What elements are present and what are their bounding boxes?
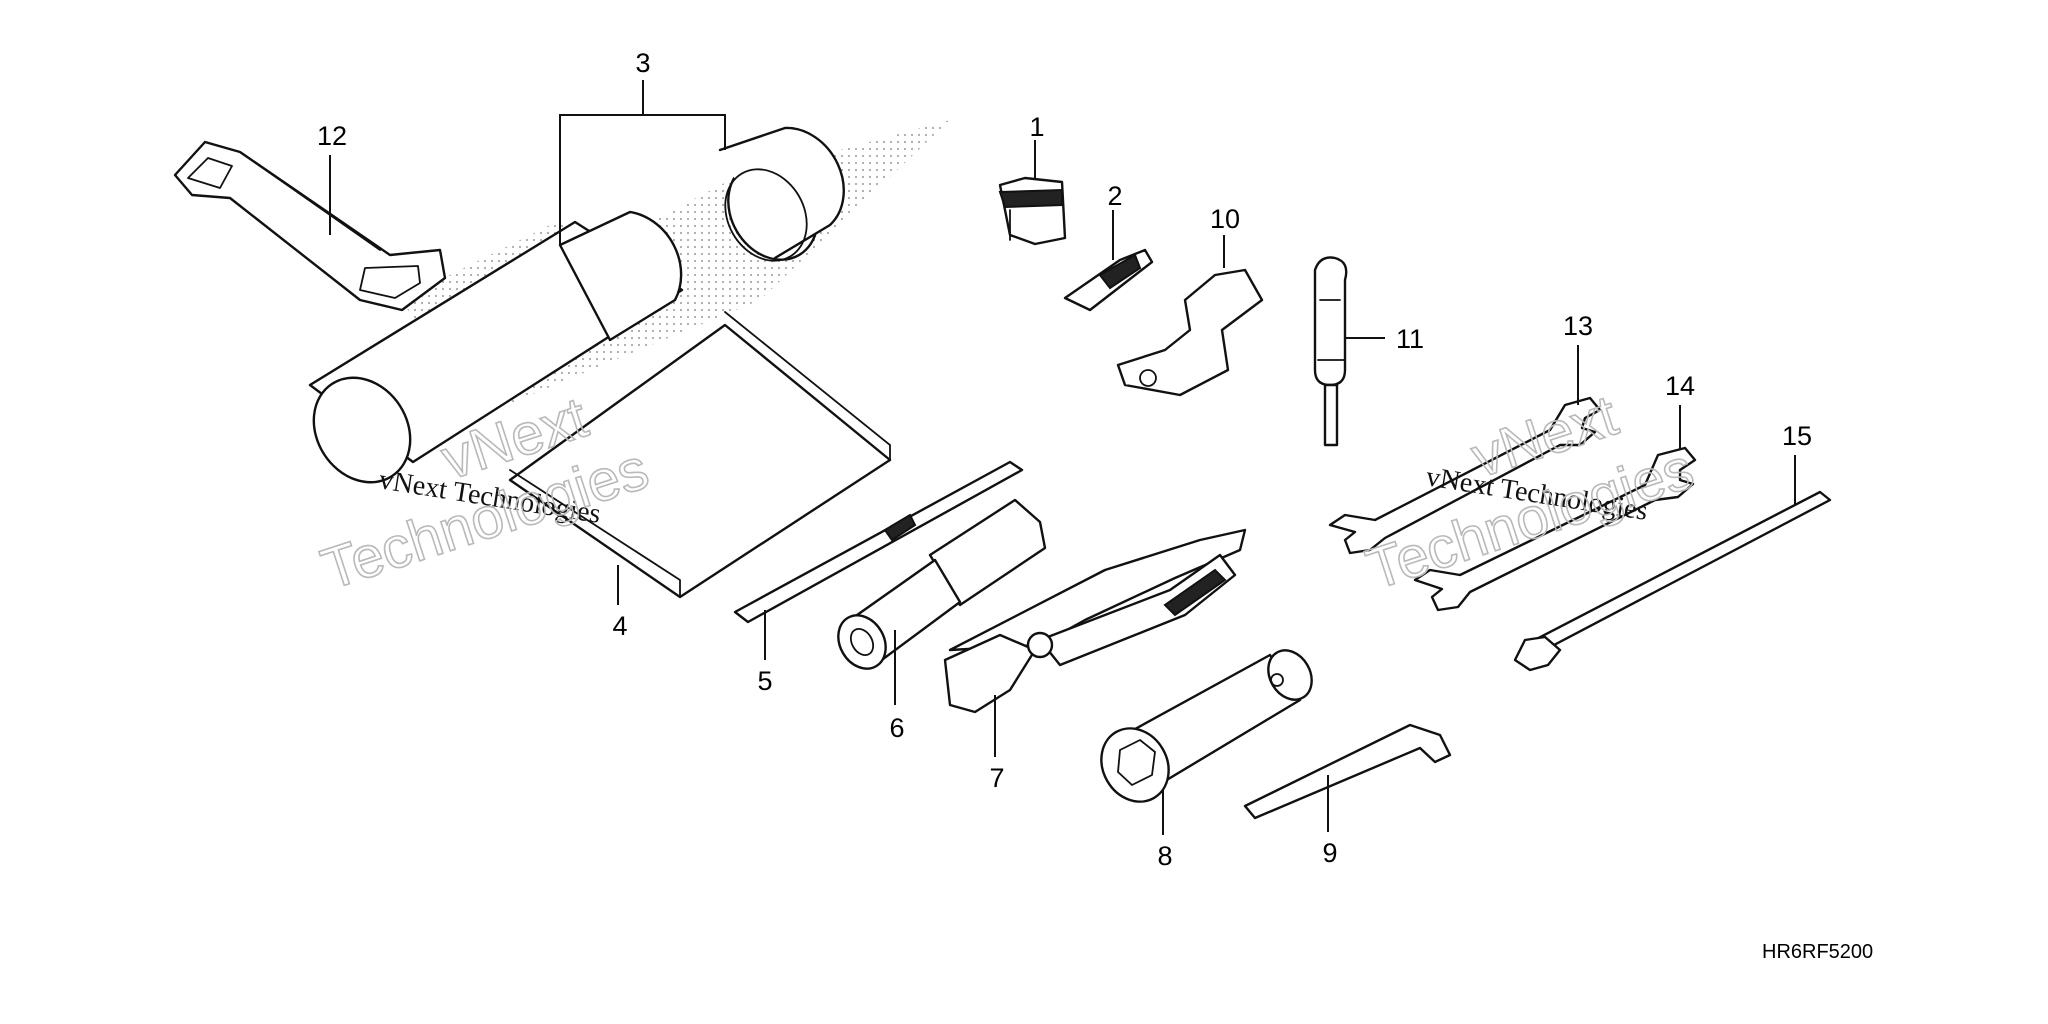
part-6-handle xyxy=(837,498,1047,670)
part-11-screwdriver xyxy=(1313,256,1348,447)
part-15-rod-wrench xyxy=(1513,490,1832,672)
drawing-code: HR6RF5200 xyxy=(1762,941,1873,963)
callout-8: 8 xyxy=(1157,841,1172,871)
callout-3: 3 xyxy=(635,48,650,78)
part-9-hex-key xyxy=(1243,723,1452,820)
part-5-bit xyxy=(733,460,1024,624)
callout-2: 2 xyxy=(1107,181,1122,211)
callout-6: 6 xyxy=(889,713,904,743)
part-12-strap xyxy=(173,140,447,312)
watermark-right: vNext Technologies vNext Technologies xyxy=(1358,382,1702,603)
part-7-pliers xyxy=(943,528,1247,714)
callout-4: 4 xyxy=(612,611,627,641)
part-10-bent-wrench xyxy=(1116,268,1264,397)
callout-12: 12 xyxy=(317,121,347,151)
callout-11: 11 xyxy=(1396,324,1424,354)
part-1-fuse-puller xyxy=(998,176,1067,246)
callout-9: 9 xyxy=(1322,838,1337,868)
part-14-wrench xyxy=(1413,446,1697,612)
callout-7: 7 xyxy=(989,763,1004,793)
part-13-wrench xyxy=(1328,396,1602,555)
callout-5: 5 xyxy=(757,666,772,696)
callout-13: 13 xyxy=(1563,311,1593,341)
callout-labels: 1 2 3 4 5 6 7 8 9 10 11 12 13 14 15 xyxy=(317,48,1812,871)
callout-1: 1 xyxy=(1029,112,1044,142)
leader-lines xyxy=(329,80,1796,835)
part-3-tool-case xyxy=(308,126,845,484)
callout-15: 15 xyxy=(1782,421,1812,451)
callout-10: 10 xyxy=(1210,204,1240,234)
part-2-clip xyxy=(1063,248,1154,312)
part-8-plug-wrench xyxy=(1100,649,1313,803)
part-4-sheet xyxy=(508,311,892,599)
callout-14: 14 xyxy=(1665,371,1695,401)
